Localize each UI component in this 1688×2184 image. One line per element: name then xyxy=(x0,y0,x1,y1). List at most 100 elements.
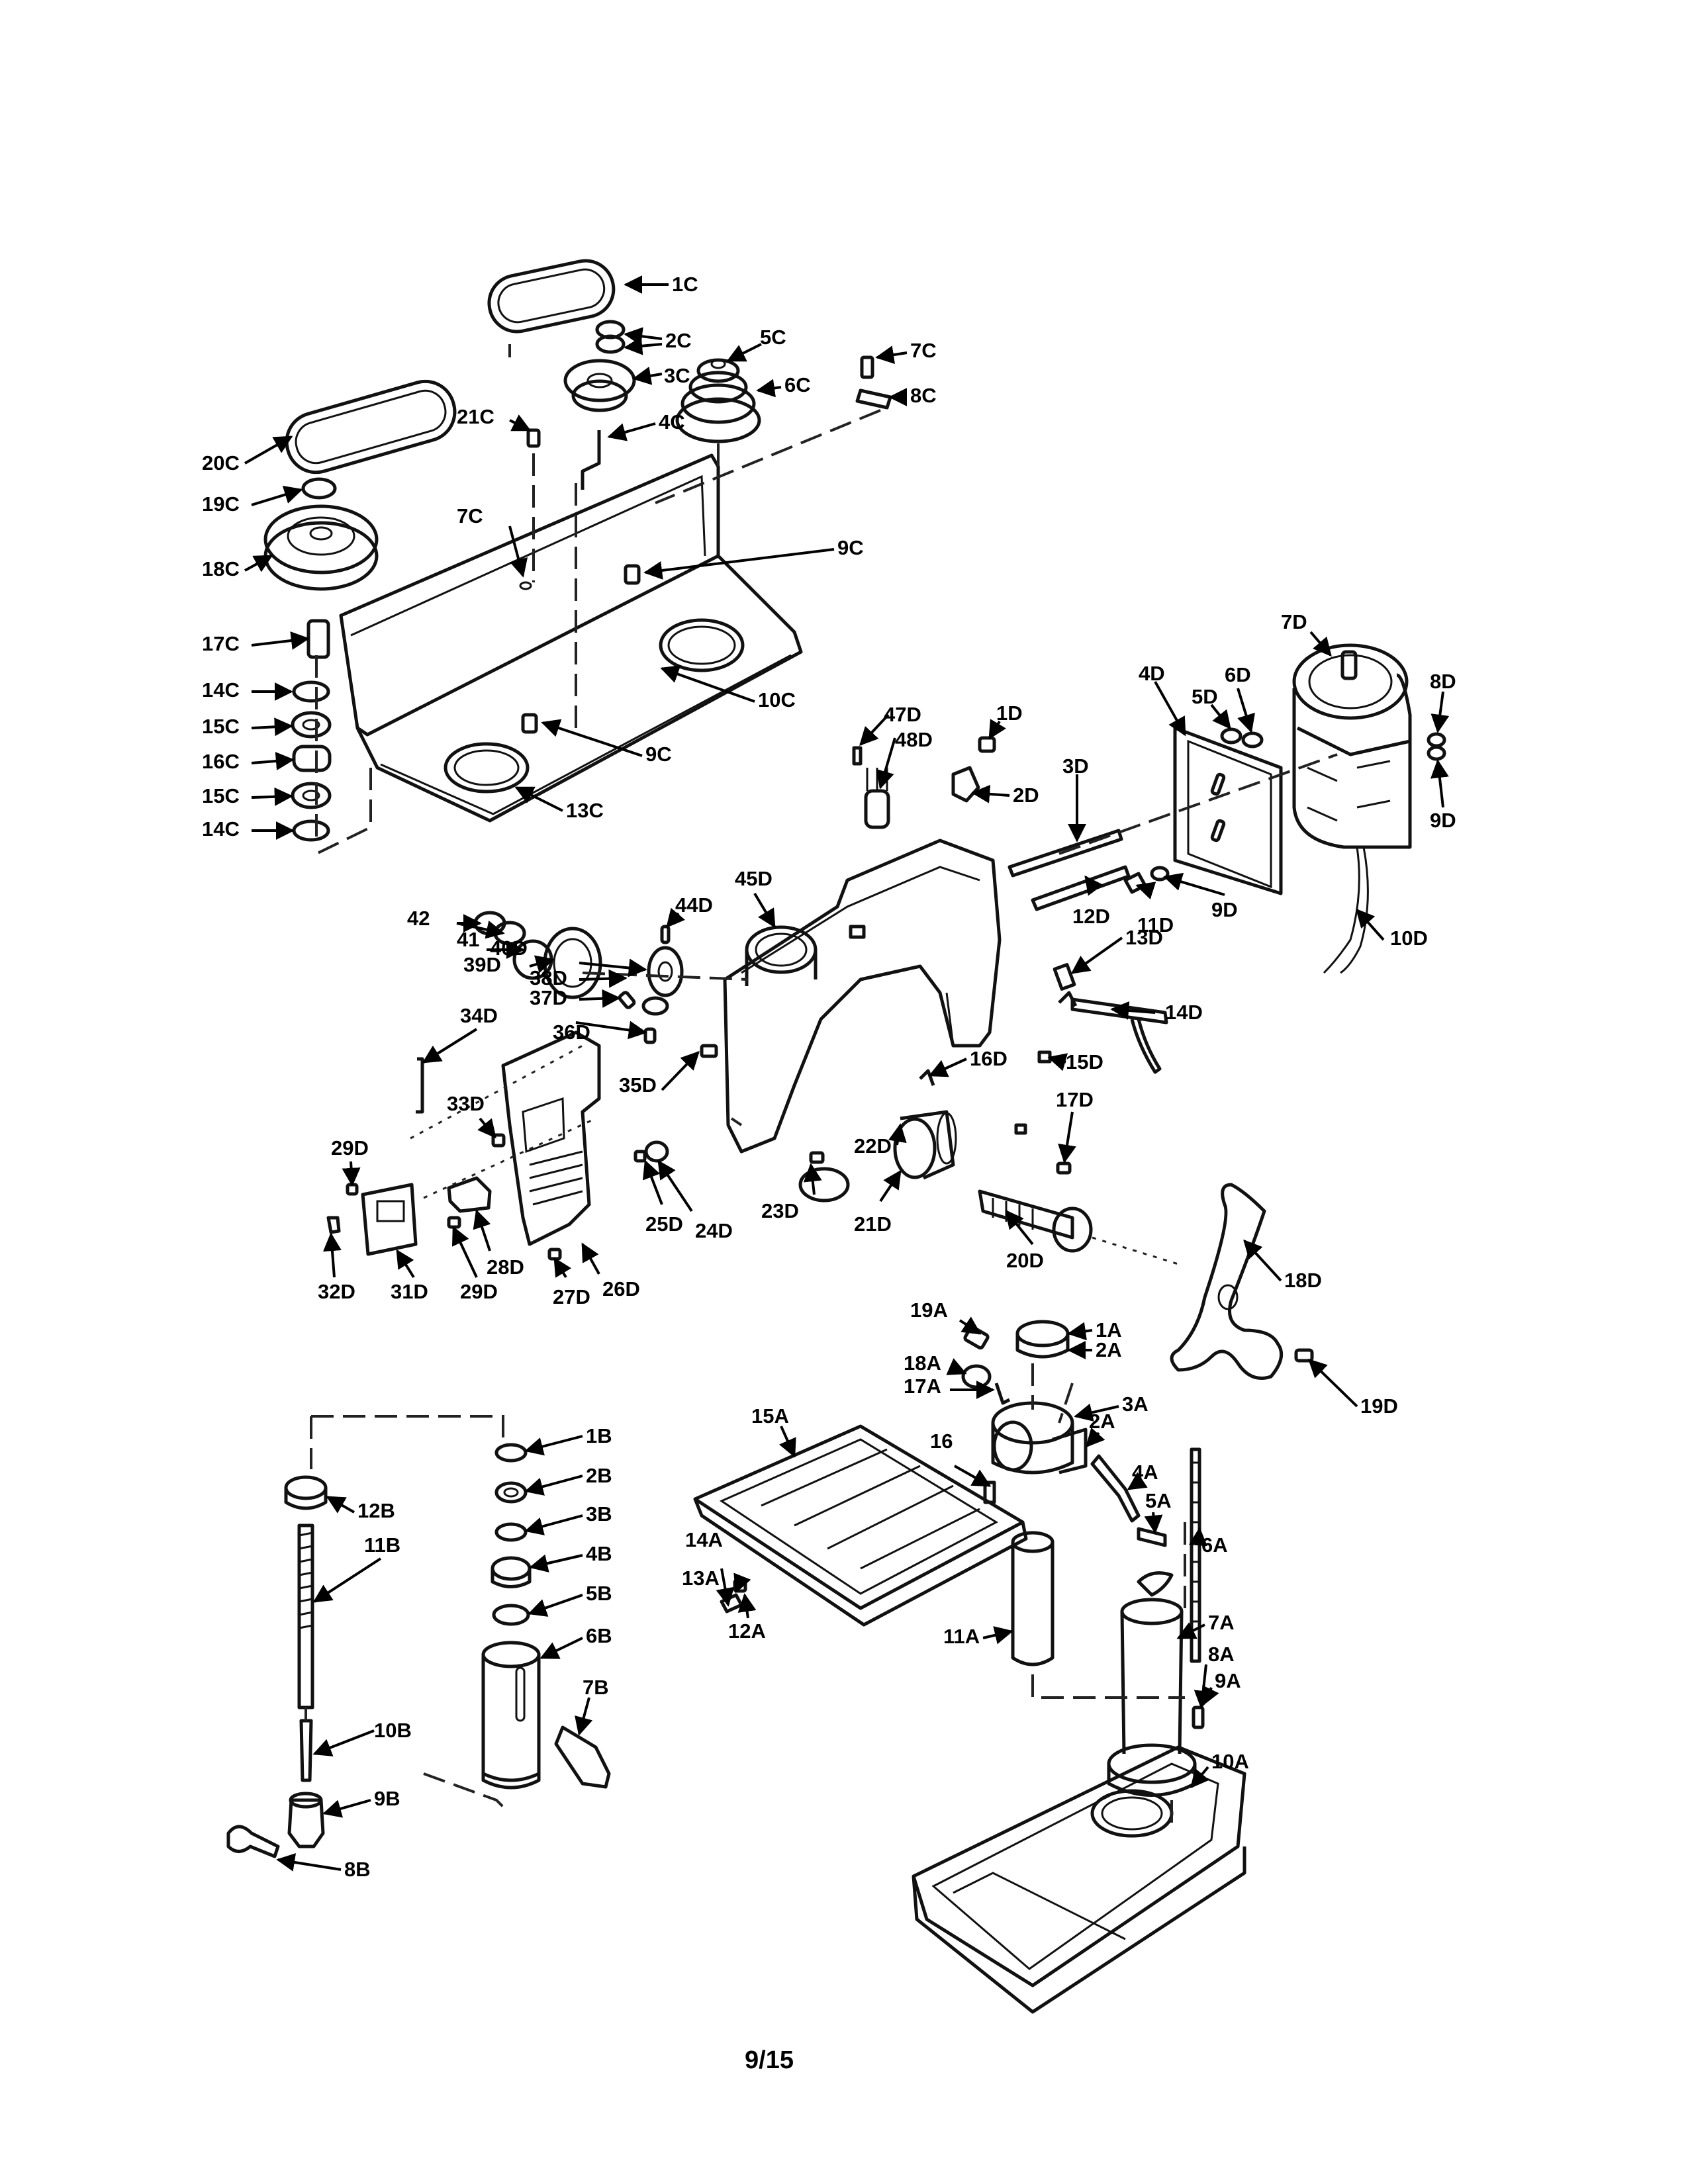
label-22D: 22D xyxy=(854,1134,892,1158)
label-17A: 17A xyxy=(904,1375,941,1398)
label-19D: 19D xyxy=(1360,1394,1398,1418)
label-6C: 6C xyxy=(784,373,811,396)
label-14D: 14D xyxy=(1165,1001,1203,1024)
label-8B: 8B xyxy=(344,1858,371,1881)
label-3D: 3D xyxy=(1062,754,1089,778)
label-4C: 4C xyxy=(659,410,685,433)
label-5D: 5D xyxy=(1192,685,1218,708)
label-37D: 37D xyxy=(530,986,567,1009)
label-21D: 21D xyxy=(854,1212,892,1236)
label-34D: 34D xyxy=(460,1004,498,1027)
label-13C: 13C xyxy=(566,799,604,822)
label-16C: 16C xyxy=(202,750,240,773)
label-6B: 6B xyxy=(586,1624,612,1647)
label-14C-a: 14C xyxy=(202,678,240,702)
label-3A: 3A xyxy=(1122,1392,1149,1416)
label-2A-mid: 2A xyxy=(1089,1410,1115,1433)
label-7C-top: 7C xyxy=(910,339,937,362)
label-18C: 18C xyxy=(202,557,240,580)
label-13A: 13A xyxy=(682,1567,720,1590)
belt-guard-assembly xyxy=(263,259,892,855)
label-20C: 20C xyxy=(202,451,240,475)
label-1D: 1D xyxy=(996,702,1023,725)
label-20D: 20D xyxy=(1006,1249,1044,1272)
label-21C: 21C xyxy=(457,405,494,428)
label-19A: 19A xyxy=(910,1298,948,1322)
label-18D: 18D xyxy=(1284,1269,1322,1292)
label-47D: 47D xyxy=(884,703,921,726)
label-12A: 12A xyxy=(728,1619,766,1643)
label-10C: 10C xyxy=(758,688,796,711)
label-1B: 1B xyxy=(586,1424,612,1447)
label-28D: 28D xyxy=(487,1255,524,1279)
label-24D: 24D xyxy=(695,1219,733,1242)
label-11B: 11B xyxy=(364,1533,400,1557)
label-17C: 17C xyxy=(202,632,240,655)
label-5C: 5C xyxy=(760,326,786,349)
label-9D-mid: 9D xyxy=(1211,898,1238,921)
label-1C: 1C xyxy=(672,273,698,296)
label-40D: 40D xyxy=(490,936,528,960)
label-9C-top: 9C xyxy=(837,536,864,559)
label-29D-bottom: 29D xyxy=(460,1280,498,1303)
label-36D: 36D xyxy=(553,1021,590,1044)
label-9D-right: 9D xyxy=(1430,809,1456,832)
page-number: 9/15 xyxy=(745,2046,794,2074)
label-12D: 12D xyxy=(1072,905,1110,928)
label-5A: 5A xyxy=(1145,1489,1172,1512)
label-9C-bottom: 9C xyxy=(645,743,672,766)
label-19C: 19C xyxy=(202,492,240,516)
label-7A: 7A xyxy=(1208,1611,1235,1634)
label-18A: 18A xyxy=(904,1351,941,1375)
label-7C-mid: 7C xyxy=(457,504,483,527)
label-8C: 8C xyxy=(910,384,937,407)
label-2A-top: 2A xyxy=(1096,1338,1122,1361)
label-2B: 2B xyxy=(586,1464,612,1487)
label-8D: 8D xyxy=(1430,670,1456,693)
quill-spindle-assembly xyxy=(226,1415,611,1858)
label-14A: 14A xyxy=(685,1528,723,1551)
label-15A: 15A xyxy=(751,1404,789,1428)
label-5B: 5B xyxy=(586,1582,612,1605)
label-48D: 48D xyxy=(895,728,933,751)
label-35D: 35D xyxy=(619,1073,657,1097)
label-10A: 10A xyxy=(1211,1750,1249,1773)
label-6D: 6D xyxy=(1225,663,1251,686)
label-42: 42 xyxy=(407,907,430,930)
label-3C: 3C xyxy=(664,364,690,387)
table-column-base-assembly xyxy=(693,1320,1246,2014)
label-17D: 17D xyxy=(1056,1088,1094,1111)
label-16D: 16D xyxy=(970,1047,1008,1070)
label-31D: 31D xyxy=(391,1280,428,1303)
label-13D: 13D xyxy=(1125,926,1163,949)
label-25D: 25D xyxy=(645,1212,683,1236)
part-labels: 1C 2C 3C 4C 5C 6C 7C 8C 9C 10C 9C 13C 7C… xyxy=(202,273,1456,1881)
label-39D: 39D xyxy=(463,953,501,976)
label-14C-b: 14C xyxy=(202,817,240,841)
label-6A: 6A xyxy=(1201,1533,1228,1557)
leader-arrows xyxy=(244,275,1450,1872)
label-3B: 3B xyxy=(586,1502,612,1525)
label-7D: 7D xyxy=(1281,610,1307,633)
label-15C-a: 15C xyxy=(202,715,240,738)
label-29D-left: 29D xyxy=(331,1136,369,1160)
label-1A: 1A xyxy=(1096,1318,1122,1342)
label-2D: 2D xyxy=(1013,784,1039,807)
label-4B: 4B xyxy=(586,1542,612,1565)
label-45D: 45D xyxy=(735,867,773,890)
label-10D: 10D xyxy=(1390,927,1428,950)
label-33D: 33D xyxy=(447,1092,485,1115)
label-4A: 4A xyxy=(1132,1461,1158,1484)
label-41: 41 xyxy=(457,928,479,951)
label-15C-b: 15C xyxy=(202,784,240,807)
label-4D: 4D xyxy=(1139,662,1165,685)
label-38D: 38D xyxy=(530,966,567,989)
label-9A: 9A xyxy=(1215,1669,1241,1692)
label-26D: 26D xyxy=(602,1277,640,1300)
label-12B: 12B xyxy=(357,1499,395,1522)
label-11A: 11A xyxy=(943,1625,980,1648)
label-8A: 8A xyxy=(1208,1643,1235,1666)
label-11D: 11D xyxy=(1137,913,1174,936)
label-7B: 7B xyxy=(583,1676,609,1699)
